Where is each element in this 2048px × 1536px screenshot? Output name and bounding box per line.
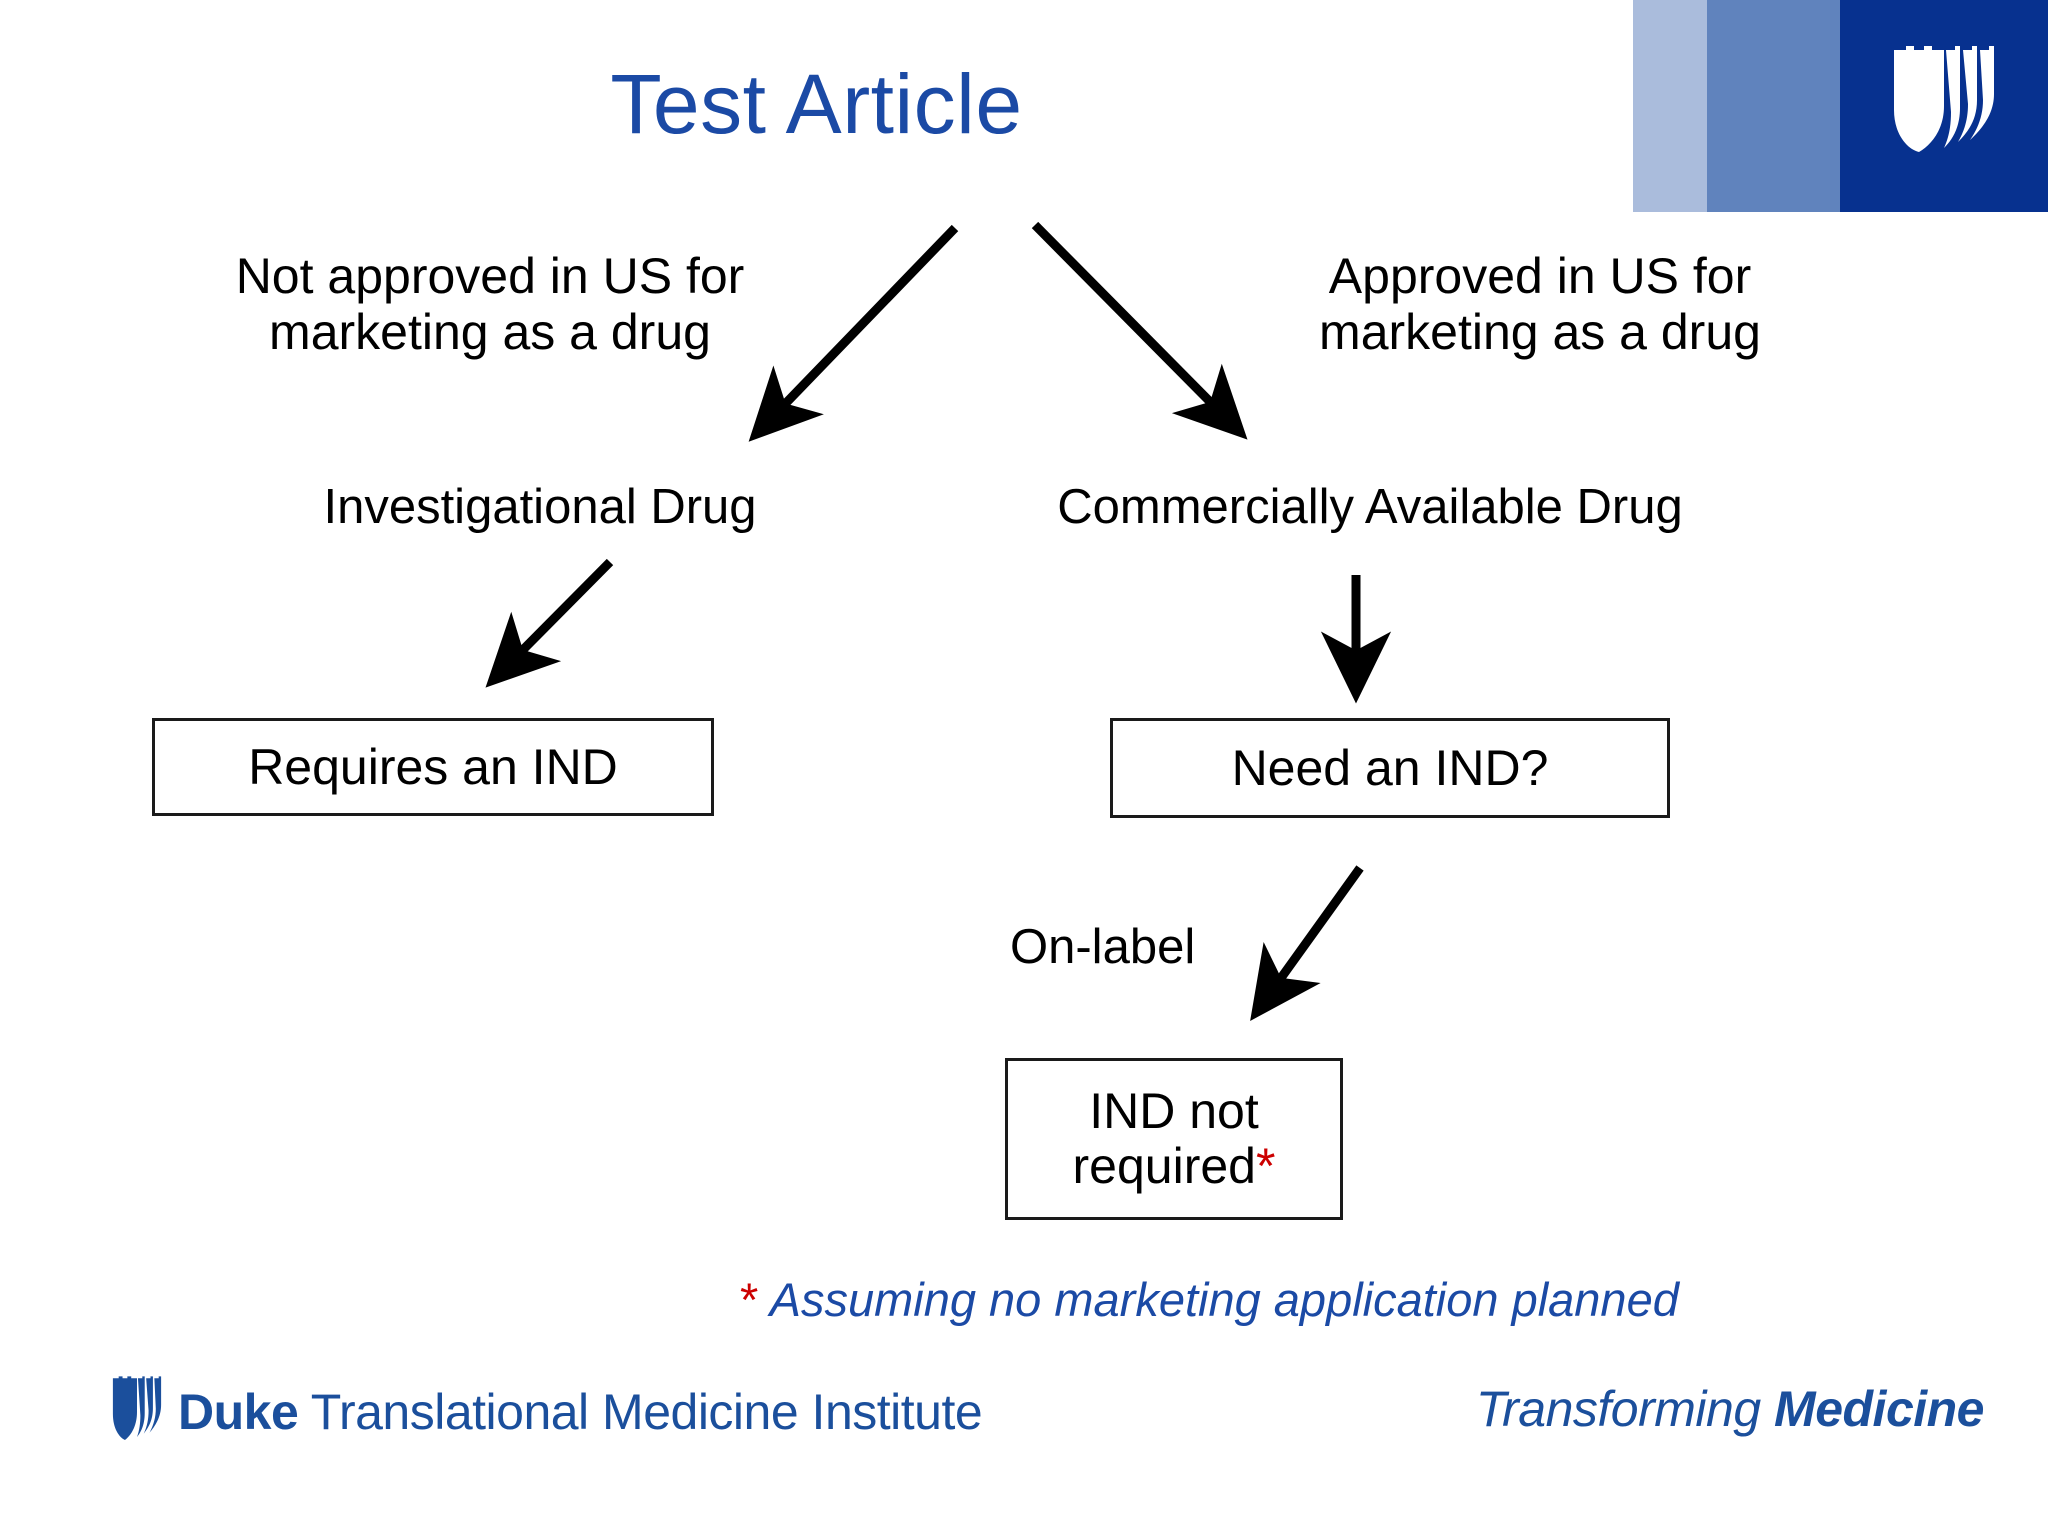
banner-band-mid [1707, 0, 1840, 212]
node-investigational-drug: Investigational Drug [323, 480, 757, 534]
footer-tagline-medicine: Medicine [1774, 1381, 1984, 1437]
box-ind-not-required-line1: IND not [1089, 1083, 1259, 1139]
arrow-investigational-to-requires-ind [485, 558, 614, 688]
box-need-an-ind[interactable]: Need an IND? [1110, 718, 1670, 818]
footnote-marker-icon: * [1255, 1138, 1276, 1194]
arrow-title-to-commercial [1031, 221, 1248, 440]
box-requires-an-ind[interactable]: Requires an IND [152, 718, 714, 816]
footer-dtmi-text: Duke Translational Medicine Institute [178, 1383, 983, 1441]
branch-label-not-approved: Not approved in US for marketing as a dr… [235, 248, 745, 360]
footer-dtmi-duke: Duke [178, 1384, 299, 1440]
banner-band-dark [1840, 0, 2048, 212]
banner-band-light [1633, 0, 1707, 212]
footer-dtmi-institute: Translational Medicine Institute [310, 1384, 983, 1440]
edge-label-on-label: On-label [1010, 920, 1196, 974]
duke-shield-icon [1894, 46, 1994, 152]
box-ind-not-required-line2: required* [1072, 1138, 1276, 1194]
footer-tagline: Transforming Medicine [1475, 1380, 1985, 1438]
footer-tagline-transforming: Transforming [1475, 1381, 1761, 1437]
node-commercially-available-drug: Commercially Available Drug [1057, 480, 1683, 534]
duke-banner [1633, 0, 2048, 212]
duke-shield-small-icon [112, 1376, 162, 1440]
page-title: Test Article [610, 57, 1023, 151]
footnote: * Assuming no marketing application plan… [740, 1272, 1860, 1327]
footnote-text: Assuming no marketing application planne… [769, 1273, 1679, 1326]
footnote-asterisk-icon: * [740, 1273, 759, 1326]
branch-label-approved: Approved in US for marketing as a drug [1319, 248, 1761, 360]
box-ind-not-required[interactable]: IND not required* [1005, 1058, 1343, 1220]
footer-dtmi-logo: Duke Translational Medicine Institute [110, 1374, 983, 1450]
